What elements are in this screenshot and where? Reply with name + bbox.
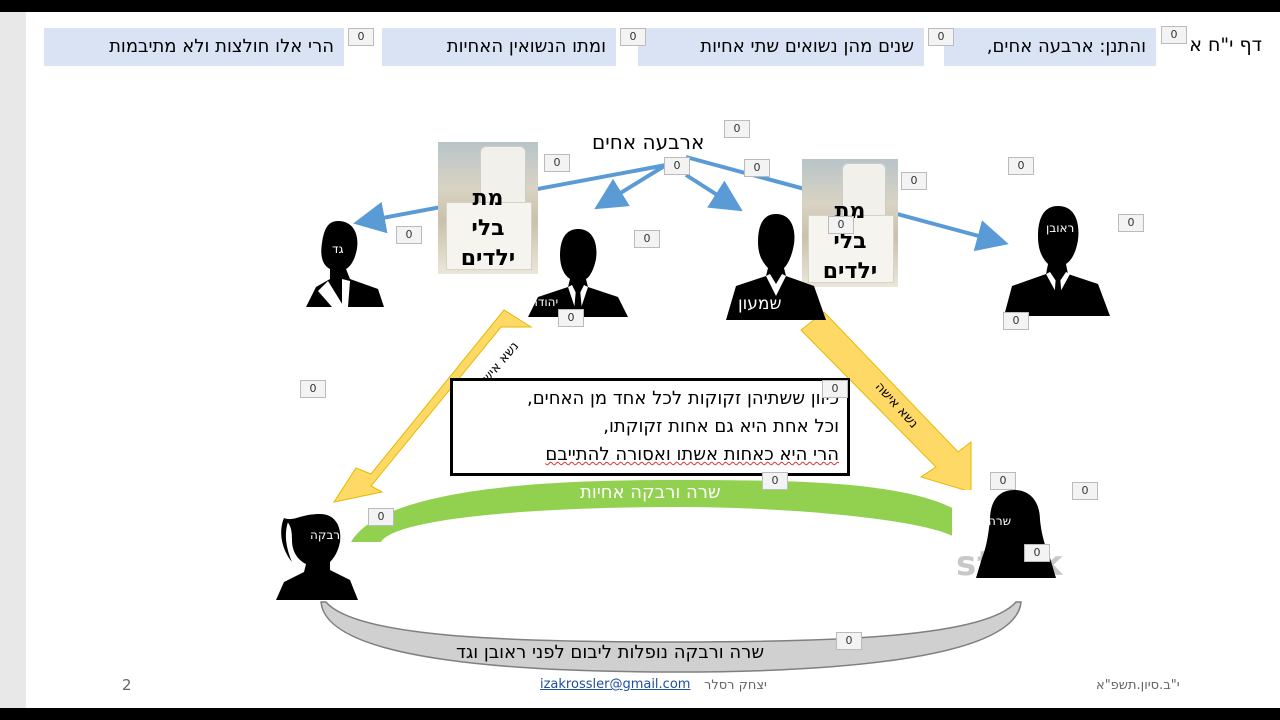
header-box-1-text: והתנן: ארבעה אחים,: [986, 36, 1146, 57]
header-box-2-text: שנים מהן נשואים שתי אחיות: [700, 36, 914, 57]
name-shimon: שמעון: [738, 294, 782, 314]
author-name: יצחק רסלר: [704, 678, 767, 693]
top-black-bar: [0, 0, 1280, 12]
counter-center-4[interactable]: 0: [544, 154, 570, 172]
counter-sarah-2[interactable]: 0: [1072, 482, 1098, 500]
explanation-line-1: כיוון ששתיהן זקוקות לכל אחד מן האחים,: [527, 388, 839, 409]
counter-sarah-3[interactable]: 0: [1024, 544, 1050, 562]
counter-header-4[interactable]: 0: [348, 28, 374, 46]
counter-sarah-1[interactable]: 0: [990, 472, 1016, 490]
name-yehuda: יהודה: [530, 295, 559, 309]
sisters-label: שרה ורבקה אחיות: [580, 482, 721, 503]
email-link[interactable]: izakrossler@gmail.com: [540, 677, 691, 692]
counter-yehuda-2[interactable]: 0: [558, 309, 584, 327]
counter-left-mid[interactable]: 0: [300, 380, 326, 398]
counter-center-2[interactable]: 0: [664, 157, 690, 175]
counter-yehuda-1[interactable]: 0: [634, 230, 660, 248]
slide: דף י"ח א והתנן: ארבעה אחים, שנים מהן נשו…: [26, 12, 1280, 708]
footer-date: י"ב.סיון.תשפ"א: [1096, 678, 1180, 693]
diagram-graphics: [320, 155, 1022, 673]
counter-yibum[interactable]: 0: [836, 632, 862, 650]
header-box-3: ומתו הנשואין האחיות: [382, 28, 616, 66]
page-title: דף י"ח א: [1189, 34, 1262, 56]
bottom-black-bar: [0, 708, 1280, 720]
explanation-line-3: הרי היא כאחות אשתו ואסורה להתייבם: [545, 444, 839, 465]
name-gad: גד: [332, 242, 344, 256]
header-box-4: הרי אלו חולצות ולא מתיבמות: [44, 28, 344, 66]
counter-center-3[interactable]: 0: [744, 159, 770, 177]
counter-sisters[interactable]: 0: [762, 472, 788, 490]
grave-image-left: מת בלי ילדים: [438, 142, 538, 274]
explanation-line-2: וכל אחת היא גם אחות זקוקתו,: [603, 416, 839, 437]
name-rivka: רבקה: [310, 528, 341, 542]
man-silhouette-gad: [306, 221, 384, 307]
counter-grave-right[interactable]: 0: [828, 216, 854, 234]
woman-silhouette-sarah: [976, 490, 1056, 578]
grave-left-line-2: בלי: [471, 216, 505, 241]
sisters-arc: [351, 480, 986, 542]
counter-reuven-1[interactable]: 0: [1118, 214, 1144, 232]
header-box-4-text: הרי אלו חולצות ולא מתיבמות: [109, 36, 334, 57]
grave-left-line-1: מת: [472, 186, 504, 211]
grave-left-line-3: ילדים: [460, 246, 516, 271]
page-number: 2: [122, 676, 132, 694]
counter-rivka[interactable]: 0: [368, 508, 394, 526]
counter-center-1[interactable]: 0: [724, 120, 750, 138]
yibum-arc: [320, 601, 1022, 673]
woman-silhouette-rivka: [276, 514, 358, 600]
counter-header-1[interactable]: 0: [1161, 26, 1187, 44]
man-silhouette-shimon: [726, 214, 826, 320]
counter-box-1[interactable]: 0: [822, 380, 848, 398]
grave-image-right: מת בלי ילדים: [802, 159, 898, 287]
four-brothers-label: ארבעה אחים: [592, 130, 705, 154]
header-box-3-text: ומתו הנשואין האחיות: [446, 36, 606, 57]
counter-center-6[interactable]: 0: [1008, 157, 1034, 175]
counter-gad[interactable]: 0: [396, 226, 422, 244]
grave-right-line-3: ילדים: [822, 259, 878, 284]
name-sarah: שרה: [988, 514, 1012, 528]
left-gray-strip: [0, 12, 26, 708]
counter-header-3[interactable]: 0: [620, 28, 646, 46]
arrow-to-shimon: [684, 173, 743, 212]
name-reuven: ראובן: [1046, 221, 1075, 235]
yibum-label: שרה ורבקה נופלות ליבום לפני ראובן וגד: [456, 642, 765, 663]
header-box-1: והתנן: ארבעה אחים,: [944, 28, 1156, 66]
yellow-arrow-right: [800, 311, 972, 493]
header-box-2: שנים מהן נשואים שתי אחיות: [638, 28, 924, 66]
counter-header-2[interactable]: 0: [928, 28, 954, 46]
counter-reuven-2[interactable]: 0: [1003, 312, 1029, 330]
arrow-to-yehuda: [594, 163, 668, 210]
counter-center-5[interactable]: 0: [901, 172, 927, 190]
explanation-box: כיוון ששתיהן זקוקות לכל אחד מן האחים, וכ…: [450, 378, 850, 476]
man-silhouette-reuven: [1004, 206, 1110, 316]
